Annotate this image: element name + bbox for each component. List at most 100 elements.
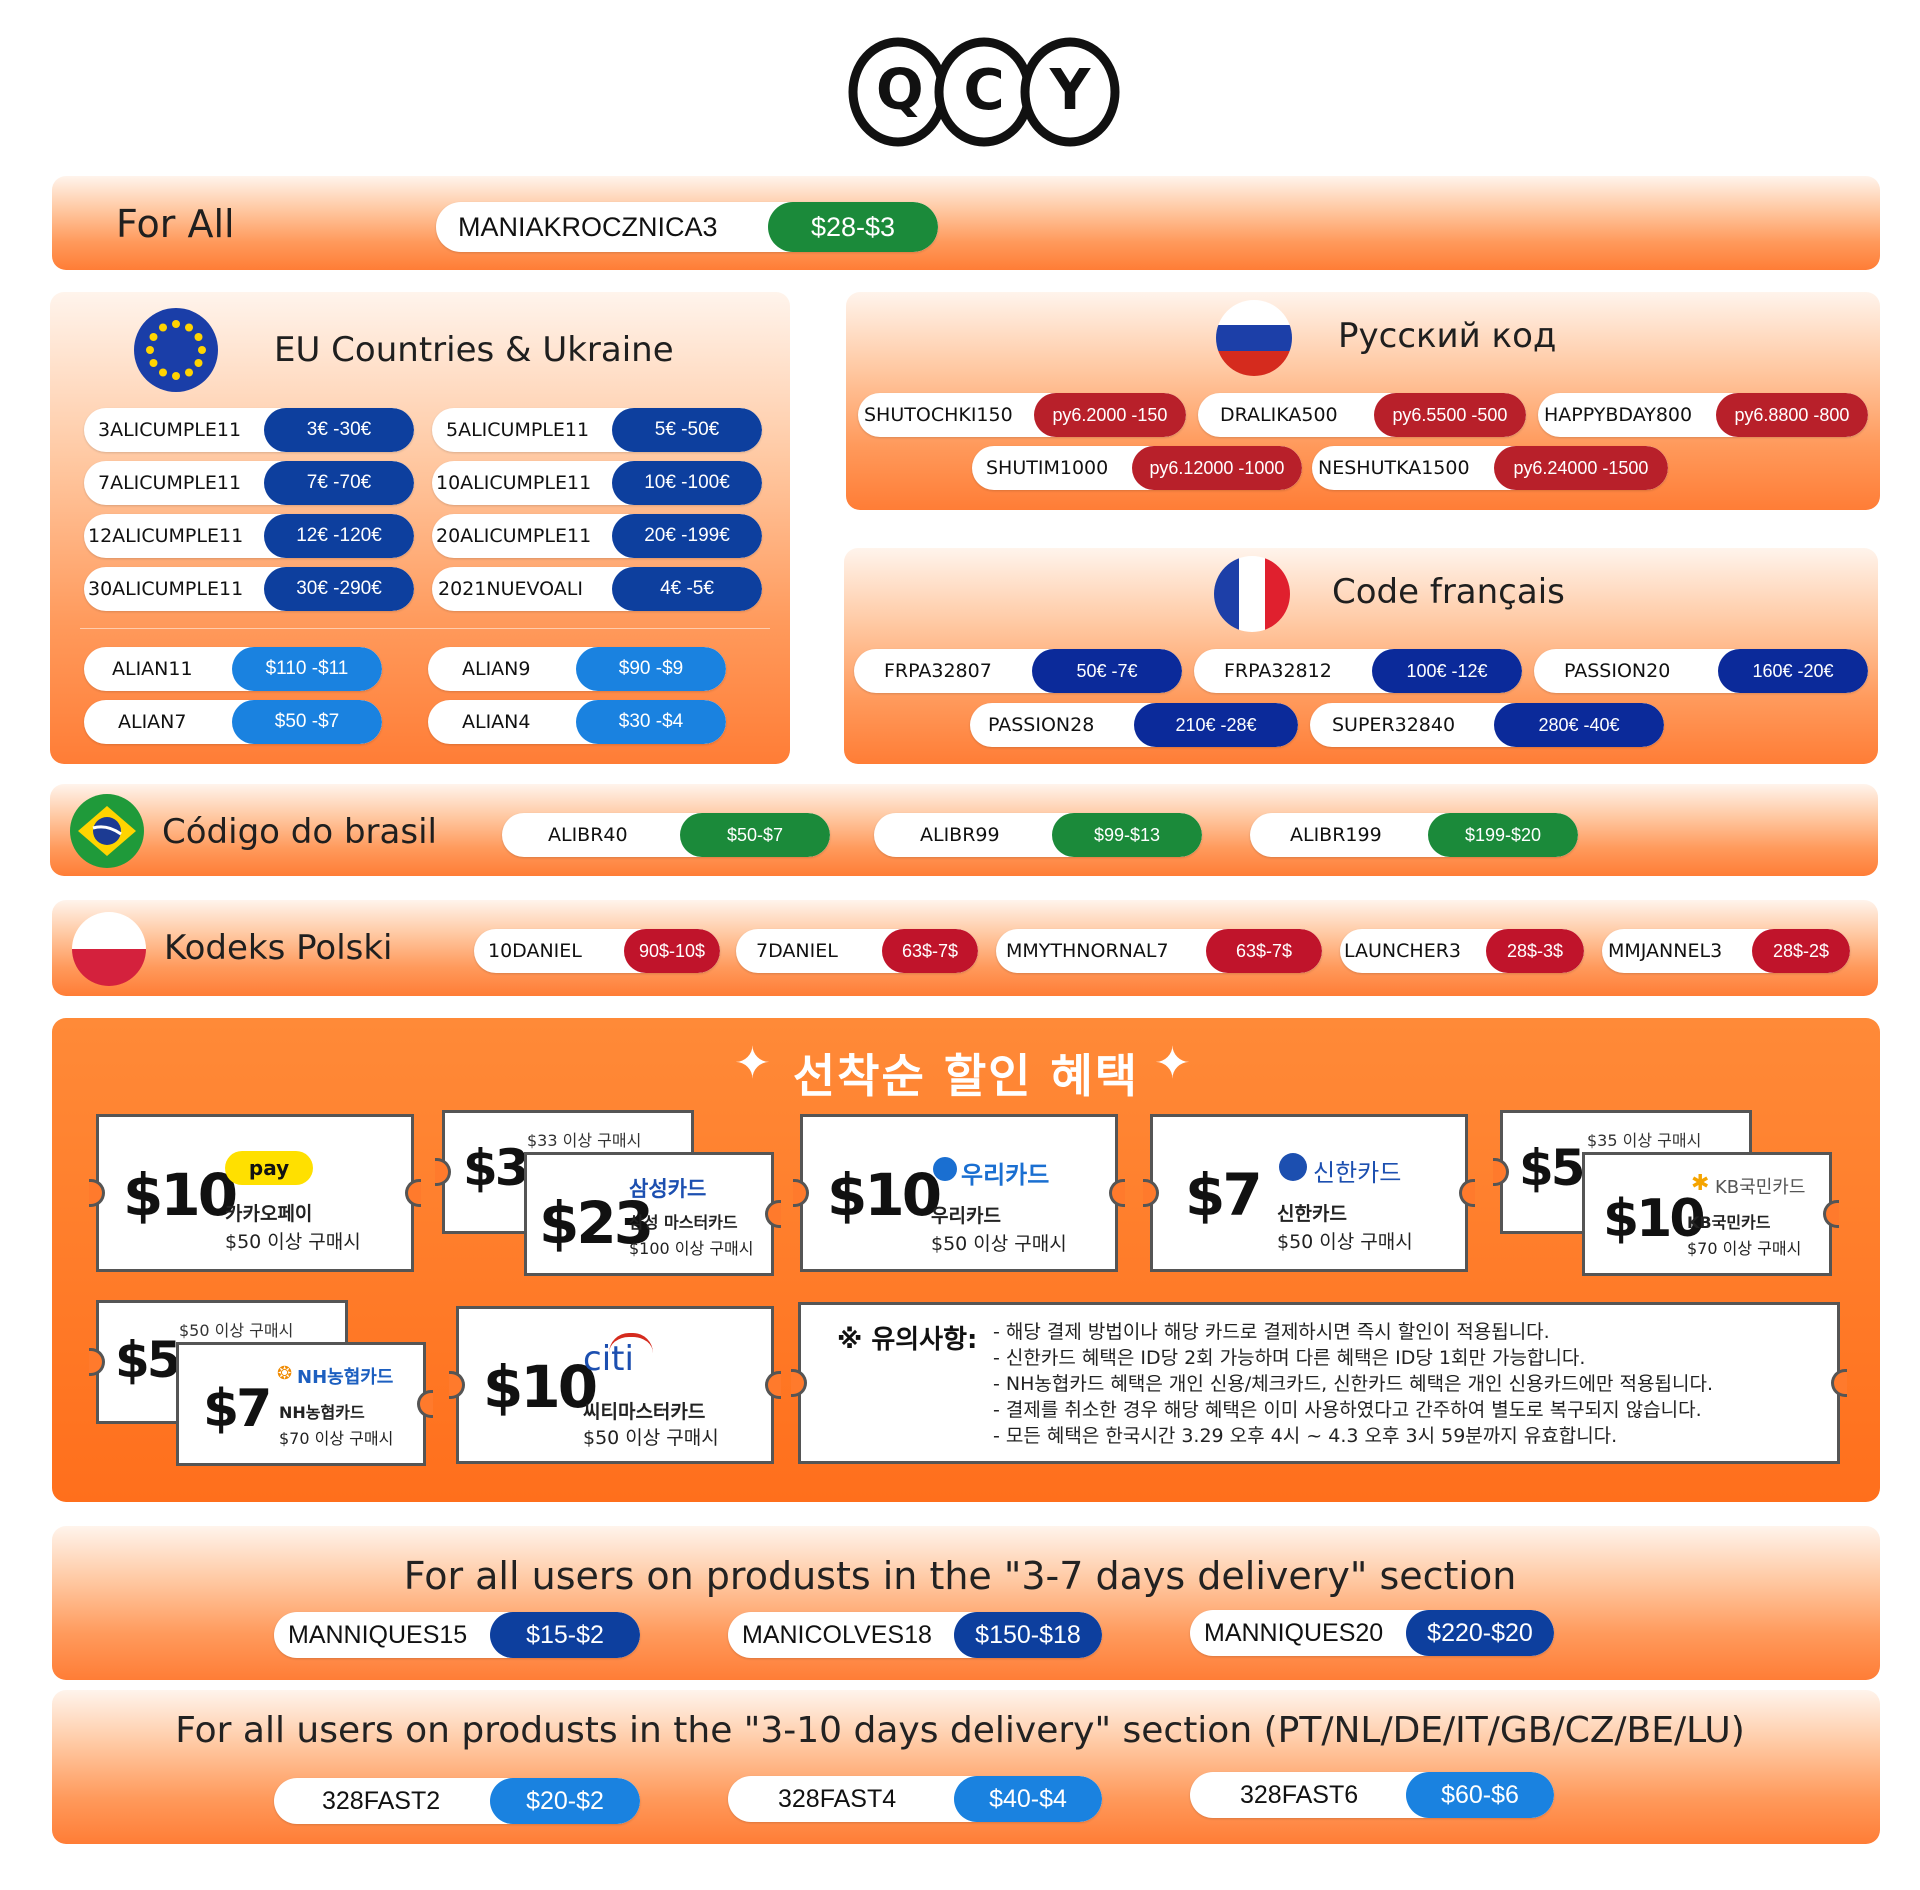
- coupon-pill[interactable]: 328FAST6 $60-$6: [1190, 1772, 1554, 1818]
- coupon-code: MMJANNEL3: [1608, 940, 1723, 962]
- coupon-min-purchase: $33 이상 구매시: [527, 1131, 642, 1150]
- coupon-code: ALIAN11: [112, 658, 193, 680]
- kb-star-icon: ✱: [1691, 1171, 1710, 1196]
- coupon-code: 7ALICUMPLE11: [98, 472, 242, 494]
- divider: [80, 628, 770, 629]
- coupon-pill[interactable]: 30ALICUMPLE11 30€ -290€: [84, 567, 414, 611]
- coupon-pill[interactable]: FRPA32812 100€ -12€: [1194, 649, 1522, 693]
- coupon-value: 100€ -12€: [1372, 649, 1522, 693]
- coupon-pill[interactable]: ALIBR40 $50-$7: [502, 813, 830, 857]
- citi-logo: citi: [583, 1339, 634, 1379]
- samsung-coupon[interactable]: $23 삼성카드 삼성 마스터카드 $100 이상 구매시: [524, 1152, 781, 1276]
- coupon-code: ALIAN7: [118, 711, 187, 733]
- coupon-amount: $5: [1519, 1139, 1586, 1197]
- coupon-min-purchase: $70 이상 구매시: [1687, 1239, 1802, 1258]
- coupon-code: ALIBR199: [1290, 824, 1382, 846]
- coupon-pill[interactable]: SUPER32840 280€ -40€: [1310, 703, 1664, 747]
- coupon-value: 7€ -70€: [264, 461, 414, 505]
- coupon-code: 328FAST4: [778, 1784, 897, 1813]
- coupon-pill[interactable]: MMJANNEL3 28$-2$: [1602, 929, 1850, 973]
- coupon-pill[interactable]: 3ALICUMPLE11 3€ -30€: [84, 408, 414, 452]
- coupon-pill[interactable]: ALIAN9 $90 -$9: [428, 647, 726, 691]
- russia-flag-icon: [1216, 300, 1292, 376]
- notice-item: - 결제를 취소한 경우 해당 혜택은 이미 사용하였다고 간주하여 별도로 복…: [993, 1399, 1702, 1421]
- nh-logo-icon: ❂: [277, 1363, 293, 1384]
- samsung-card-logo: 삼성카드: [629, 1177, 707, 1201]
- coupon-pill[interactable]: ALIBR99 $99-$13: [874, 813, 1202, 857]
- coupon-code: 7DANIEL: [756, 940, 838, 962]
- coupon-value: 10€ -100€: [612, 461, 762, 505]
- coupon-pill[interactable]: ALIAN4 $30 -$4: [428, 700, 726, 744]
- qcy-logo: Q C Y: [846, 30, 1122, 148]
- coupon-code: 20ALICUMPLE11: [436, 525, 592, 547]
- coupon-pill[interactable]: SHUTOCHKI150 ру6.2000 -150: [858, 393, 1186, 437]
- coupon-code: SHUTOCHKI150: [864, 404, 1013, 426]
- coupon-pill[interactable]: MANICOLVES18 $150-$18: [728, 1612, 1102, 1658]
- coupon-pill[interactable]: 10DANIEL 90$-10$: [474, 929, 720, 973]
- coupon-code: 12ALICUMPLE11: [88, 525, 244, 547]
- coupon-pill[interactable]: MANNIQUES15 $15-$2: [274, 1612, 640, 1658]
- coupon-pill[interactable]: LAUNCHER3 28$-3$: [1340, 929, 1584, 973]
- coupon-pill[interactable]: 7DANIEL 63$-7$: [736, 929, 978, 973]
- coupon-pill[interactable]: SHUTIM1000 ру6.12000 -1000: [972, 446, 1302, 490]
- notice-item: - 해당 결제 방법이나 해당 카드로 결제하시면 즉시 할인이 적용됩니다.: [993, 1321, 1550, 1343]
- kakaopay-logo-icon: pay: [225, 1151, 313, 1185]
- logo-letter-c: C: [963, 58, 1005, 123]
- kakao-coupon[interactable]: $10 pay 카카오페이 $50 이상 구매시: [89, 1114, 421, 1272]
- coupon-code: ALIAN9: [462, 658, 531, 680]
- coupon-pill[interactable]: HAPPYBDAY800 ру6.8800 -800: [1538, 393, 1868, 437]
- coupon-code: HAPPYBDAY800: [1544, 404, 1693, 426]
- coupon-pill[interactable]: ALIAN7 $50 -$7: [84, 700, 382, 744]
- notice-list: - 해당 결제 방법이나 해당 카드로 결제하시면 즉시 할인이 적용됩니다. …: [993, 1319, 1713, 1449]
- coupon-value: 3€ -30€: [264, 408, 414, 452]
- logo-letter-y: Y: [1049, 58, 1091, 123]
- coupon-value: 12€ -120€: [264, 514, 414, 558]
- citi-coupon[interactable]: $10 citi 씨티마스터카드 $50 이상 구매시: [449, 1306, 781, 1464]
- coupon-value: $50-$7: [680, 813, 830, 857]
- coupon-min-purchase: $35 이상 구매시: [1587, 1131, 1702, 1150]
- coupon-value: $50 -$7: [232, 700, 382, 744]
- coupon-value: 63$-7$: [882, 929, 978, 973]
- coupon-code: DRALIKA500: [1220, 404, 1338, 426]
- coupon-pill[interactable]: MANIAKROCZNICA3 $28-$3: [436, 202, 938, 252]
- coupon-pill[interactable]: MMYTHNORNAL7 63$-7$: [996, 929, 1322, 973]
- notice-title: ※ 유의사항:: [837, 1325, 978, 1355]
- coupon-value: ру6.24000 -1500: [1494, 446, 1668, 490]
- coupon-pill[interactable]: 12ALICUMPLE11 12€ -120€: [84, 514, 414, 558]
- coupon-value: $99-$13: [1052, 813, 1202, 857]
- coupon-amount: $3: [463, 1139, 530, 1197]
- coupon-pill[interactable]: FRPA32807 50€ -7€: [854, 649, 1182, 693]
- coupon-value: 5€ -50€: [612, 408, 762, 452]
- coupon-pill[interactable]: 328FAST4 $40-$4: [728, 1776, 1102, 1822]
- nh-coupon[interactable]: $7 ❂ NH농협카드 NH농협카드 $70 이상 구매시: [176, 1342, 433, 1466]
- coupon-code: 2021NUEVOALI: [438, 578, 583, 600]
- kb-coupon[interactable]: $10 ✱ KB국민카드 KB국민카드 $70 이상 구매시: [1582, 1152, 1839, 1276]
- coupon-pill[interactable]: PASSION20 160€ -20€: [1534, 649, 1868, 693]
- coupon-pill[interactable]: ALIAN11 $110 -$11: [84, 647, 382, 691]
- coupon-code: 328FAST2: [322, 1786, 441, 1815]
- coupon-pill[interactable]: DRALIKA500 ру6.5500 -500: [1198, 393, 1526, 437]
- coupon-pill[interactable]: MANNIQUES20 $220-$20: [1190, 1610, 1554, 1656]
- coupon-pill[interactable]: NESHUTKA1500 ру6.24000 -1500: [1312, 446, 1668, 490]
- coupon-code: MANICOLVES18: [742, 1620, 932, 1649]
- france-title: Code français: [1332, 572, 1565, 612]
- coupon-code: MANNIQUES15: [288, 1620, 468, 1649]
- woori-card-logo: 우리카드: [961, 1161, 1050, 1189]
- coupon-pill[interactable]: 5ALICUMPLE11 5€ -50€: [432, 408, 762, 452]
- coupon-pill[interactable]: 328FAST2 $20-$2: [274, 1778, 640, 1824]
- coupon-pill[interactable]: 7ALICUMPLE11 7€ -70€: [84, 461, 414, 505]
- coupon-code: ALIBR40: [548, 824, 628, 846]
- coupon-pill[interactable]: 20ALICUMPLE11 20€ -199€: [432, 514, 762, 558]
- coupon-value: $150-$18: [954, 1612, 1102, 1658]
- eu-flag-icon: [134, 308, 218, 392]
- coupon-pill[interactable]: ALIBR199 $199-$20: [1250, 813, 1578, 857]
- coupon-pill[interactable]: 10ALICUMPLE11 10€ -100€: [432, 461, 762, 505]
- kakaopay-brand: pay: [248, 1156, 290, 1180]
- coupon-code: NESHUTKA1500: [1318, 457, 1470, 479]
- woori-coupon[interactable]: $10 우리카드 우리카드 $50 이상 구매시: [793, 1114, 1125, 1272]
- coupon-amount: $7: [203, 1379, 272, 1439]
- coupon-pill[interactable]: 2021NUEVOALI 4€ -5€: [432, 567, 762, 611]
- shinhan-coupon[interactable]: $7 신한카드 신한카드 $50 이상 구매시: [1143, 1114, 1475, 1272]
- coupon-value: $60-$6: [1406, 1772, 1554, 1818]
- coupon-pill[interactable]: PASSION28 210€ -28€: [970, 703, 1298, 747]
